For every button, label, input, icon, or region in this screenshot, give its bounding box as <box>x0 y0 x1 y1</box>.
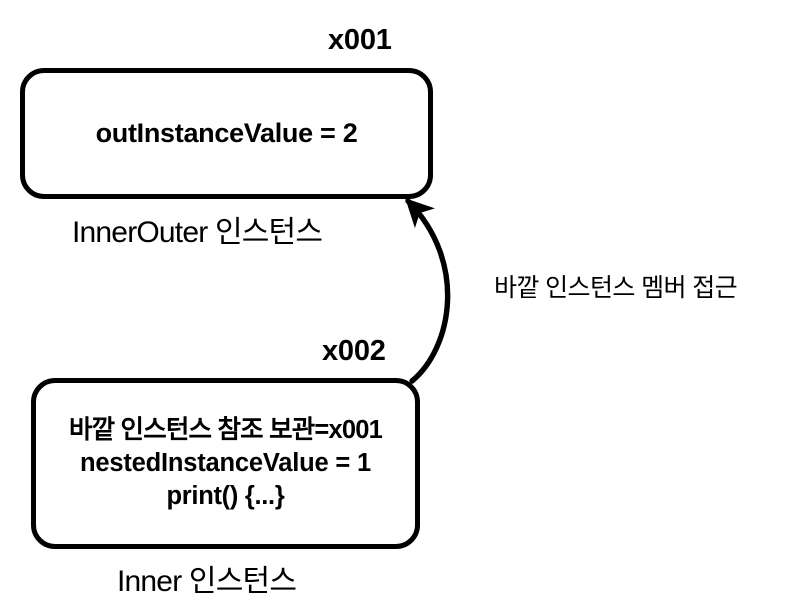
outer-instance-address-label: x001 <box>328 24 392 56</box>
outer-instance-field-line: outInstanceValue = 2 <box>95 117 358 148</box>
inner-instance-method-line: print() {...} <box>166 482 285 511</box>
inner-instance-box[interactable]: 바깥 인스턴스 참조 보관=x001 nestedInstanceValue =… <box>31 378 420 549</box>
inner-instance-field-line: nestedInstanceValue = 1 <box>80 448 371 477</box>
inner-instance-address-label: x002 <box>322 335 386 367</box>
inner-instance-caption: Inner 인스턴스 <box>117 565 297 598</box>
outer-instance-box[interactable]: outInstanceValue = 2 <box>20 68 433 199</box>
outer-member-access-arrow <box>405 198 451 384</box>
arrow-label-outer-member-access: 바깥 인스턴스 멤버 접근 <box>494 274 738 302</box>
outer-instance-caption: InnerOuter 인스턴스 <box>72 216 323 249</box>
inner-instance-outer-ref-line: 바깥 인스턴스 참조 보관=x001 <box>68 415 383 444</box>
